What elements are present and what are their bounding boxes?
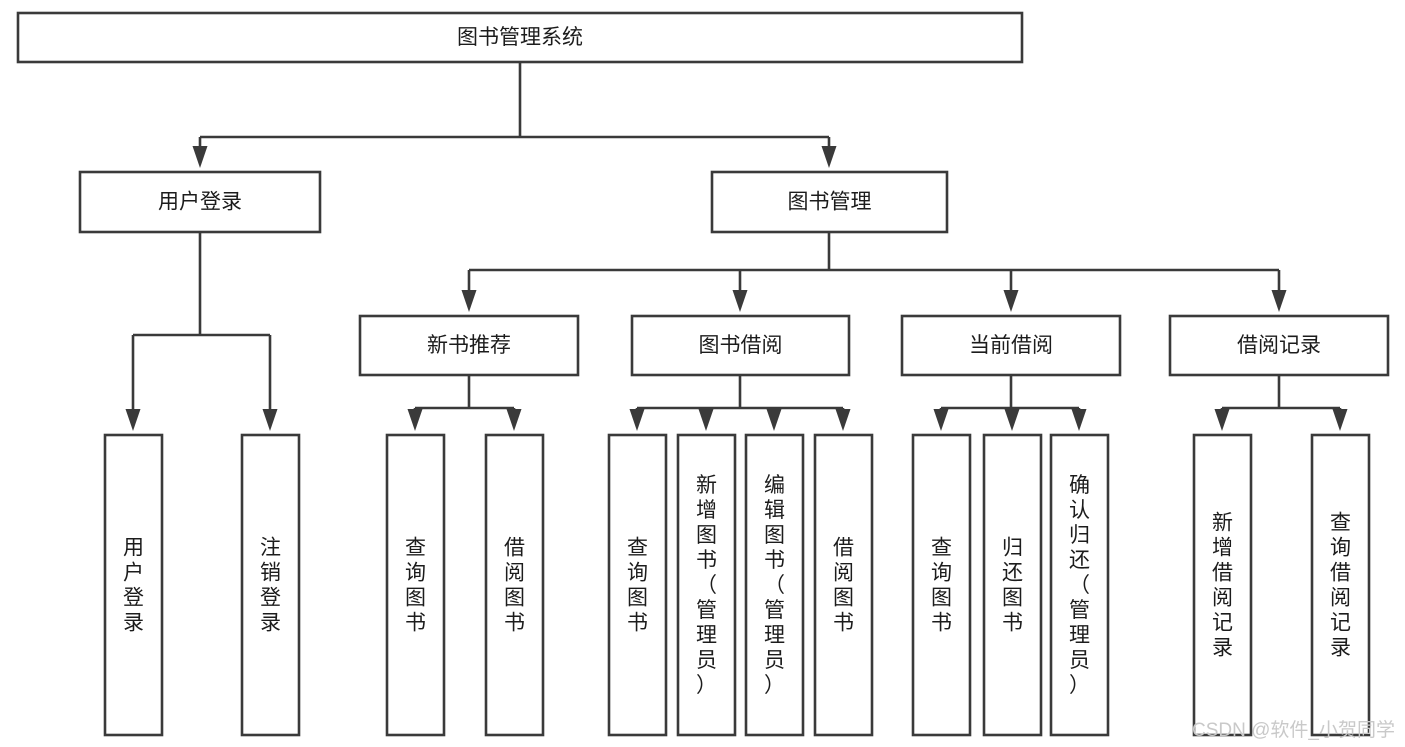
node-label: 用户登录 xyxy=(123,537,144,635)
node-leaf-edit-book[interactable]: 编辑图书（管理员） xyxy=(744,433,805,737)
node-label: 当前借阅 xyxy=(969,334,1053,357)
node-label: 确认归还（管理员） xyxy=(1069,474,1090,697)
node-label: 归还图书 xyxy=(1002,537,1023,635)
node-leaf-query-book-rec[interactable]: 查询图书 xyxy=(385,433,446,737)
connector-bus-user-login xyxy=(125,232,278,431)
node-label: 查询借阅记录 xyxy=(1330,512,1351,660)
node-leaf-query-book-borrow[interactable]: 查询图书 xyxy=(607,433,668,737)
node-leaf-borrow-book[interactable]: 借阅图书 xyxy=(813,433,874,737)
node-label: 图书管理系统 xyxy=(457,26,583,49)
node-leaf-add-record[interactable]: 新增借阅记录 xyxy=(1192,433,1253,737)
node-leaf-logout[interactable]: 注销登录 xyxy=(240,433,301,737)
node-new-book-recommend[interactable]: 新书推荐 xyxy=(358,314,580,377)
node-label: 编辑图书（管理员） xyxy=(764,474,785,697)
connector-bus-book-borrow xyxy=(629,375,851,431)
node-label: 新增图书（管理员） xyxy=(696,474,717,697)
node-label: 用户登录 xyxy=(158,191,242,214)
node-label: 图书借阅 xyxy=(699,334,783,357)
node-leaf-borrow-book-rec[interactable]: 借阅图书 xyxy=(484,433,545,737)
node-book-borrow[interactable]: 图书借阅 xyxy=(630,314,851,377)
connector-bus-borrow-record xyxy=(1214,375,1348,431)
node-root[interactable]: 图书管理系统 xyxy=(16,11,1024,64)
node-leaf-confirm-return[interactable]: 确认归还（管理员） xyxy=(1049,433,1110,737)
node-user-login[interactable]: 用户登录 xyxy=(78,170,322,234)
node-leaf-return-book[interactable]: 归还图书 xyxy=(982,433,1043,737)
node-label: 注销登录 xyxy=(260,537,281,635)
node-label: 图书管理 xyxy=(788,191,872,214)
connectors-layer xyxy=(125,62,1348,431)
node-leaf-add-book[interactable]: 新增图书（管理员） xyxy=(676,433,737,737)
node-current-borrow[interactable]: 当前借阅 xyxy=(900,314,1122,377)
node-label: 新增借阅记录 xyxy=(1212,512,1233,660)
node-label: 借阅记录 xyxy=(1237,334,1321,357)
connector-bus-current-borrow xyxy=(933,375,1087,431)
node-label: 查询图书 xyxy=(627,537,648,635)
node-label: 查询图书 xyxy=(931,537,952,635)
node-label: 新书推荐 xyxy=(427,334,511,357)
connector-bus-book-manage xyxy=(461,232,1287,312)
node-leaf-user-login[interactable]: 用户登录 xyxy=(103,433,164,737)
node-label: 查询图书 xyxy=(405,537,426,635)
node-leaf-query-record[interactable]: 查询借阅记录 xyxy=(1310,433,1371,737)
connector-bus-root xyxy=(192,62,837,168)
node-leaf-query-book-cur[interactable]: 查询图书 xyxy=(911,433,972,737)
connector-bus-new-book xyxy=(407,375,522,431)
node-label: 借阅图书 xyxy=(504,537,525,635)
nodes-layer: 图书管理系统用户登录图书管理新书推荐图书借阅当前借阅借阅记录用户登录注销登录查询… xyxy=(16,11,1390,737)
node-borrow-record[interactable]: 借阅记录 xyxy=(1168,314,1390,377)
node-book-manage[interactable]: 图书管理 xyxy=(710,170,949,234)
node-label: 借阅图书 xyxy=(833,537,854,635)
